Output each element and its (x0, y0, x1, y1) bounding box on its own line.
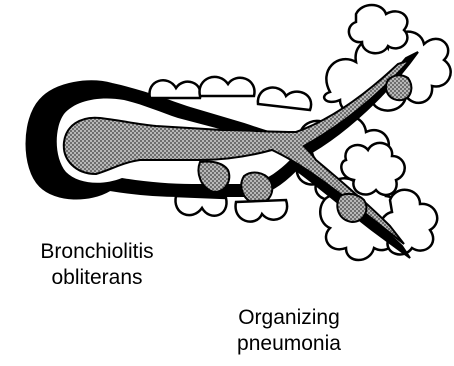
label-organizing-line1: Organizing (214, 305, 364, 331)
label-bronchiolitis-obliterans: Bronchiolitis obliterans (2, 239, 192, 291)
label-organizing-line2: pneumonia (214, 331, 364, 357)
alveolar-lobule-upper (324, 5, 451, 113)
label-bronchiolitis-line2: obliterans (2, 265, 192, 291)
label-bronchiolitis-line1: Bronchiolitis (2, 239, 192, 265)
label-organizing-pneumonia: Organizing pneumonia (214, 305, 364, 357)
